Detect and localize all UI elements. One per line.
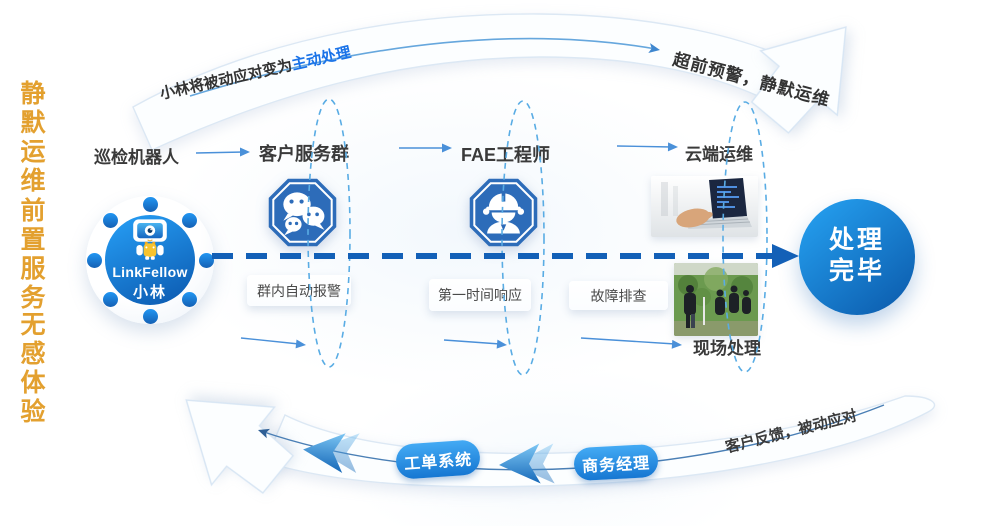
badge-dot [103,213,118,228]
ticket-system-pill: 工单系统 [394,439,482,480]
badge-brand: LinkFellow [112,264,188,280]
badge-dot [103,292,118,307]
badge-dot [182,292,197,307]
badge-dot [182,213,197,228]
badge-name: 小林 [132,284,167,301]
badge-dot [142,196,158,212]
step-box-alarm: 群内自动报警 [247,275,351,306]
slogan-text-2: 前置服务 [17,197,46,313]
node-label-cloud: 云端运维 [685,145,753,164]
step-box-troubleshoot: 故障排查 [569,281,668,310]
node-label-fae: FAE工程师 [461,145,551,165]
badge-dot [142,308,158,324]
robot-mascot-icon [133,219,167,260]
node-label-robot: 巡检机器人 [94,148,179,167]
done-badge-line2: 完毕 [828,257,885,285]
node-label-site: 现场处理 [693,339,761,358]
node-label-wechat-group: 客户服务群 [259,144,349,164]
business-manager-pill: 商务经理 [573,443,659,482]
field-work-photo [674,263,758,336]
linkfellow-badge: LinkFellow 小林 [86,196,214,324]
engineer-icon [467,176,540,249]
slogan-text-3: 无感体验 [17,311,46,427]
done-badge-line1: 处理 [828,226,885,254]
badge-dot [198,252,214,268]
cloud-ops-photo [651,176,758,237]
done-badge: 处理 完毕 [799,199,915,315]
step-box-response: 第一时间响应 [429,279,531,311]
slogan-text-1: 静默运维 [17,80,46,196]
wechat-group-icon [266,176,339,249]
badge-dot [86,252,102,268]
